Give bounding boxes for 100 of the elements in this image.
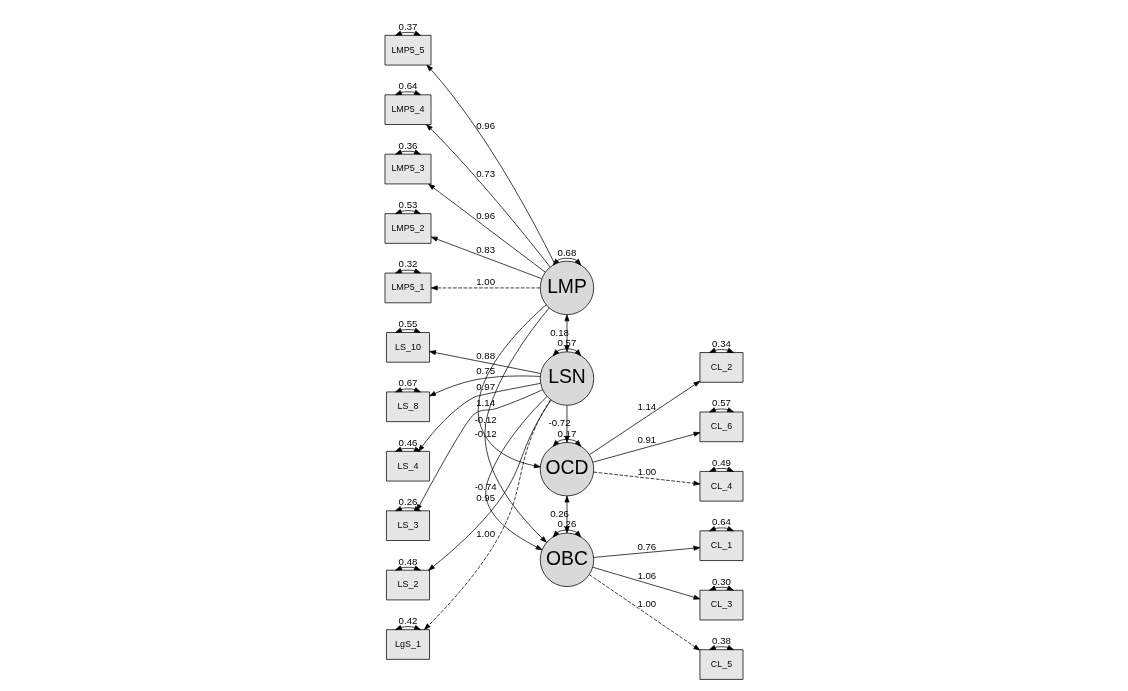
edge-label: 1.14 [637,401,657,413]
edge-label: -0.12 [474,413,497,425]
edge-label: -0.72 [548,417,571,429]
node-box: CL_3 [699,589,744,621]
node-box: LMP5_1 [384,272,432,304]
edge-label: 0.64 [712,516,731,528]
arrow [485,396,548,550]
arrow [552,529,582,538]
edge-label: 0.32 [398,258,418,270]
edge-label: 0.46 [398,436,418,448]
edge-label: 0.34 [712,337,731,349]
arrow [484,307,550,543]
arrow [395,625,421,630]
arrow [395,565,421,571]
arrow [552,439,582,447]
arrow [395,446,421,452]
arrow [395,209,421,214]
edge-label: 0.57 [557,337,577,349]
arrow [552,348,582,356]
arrow [395,327,421,333]
arrow [429,375,541,397]
node-box: LS_2 [386,569,430,601]
edge-label: 0.26 [398,496,418,508]
edge-label: 0.96 [476,119,496,131]
arrow [395,90,421,96]
arrow [430,285,541,291]
arrow [428,183,546,273]
edge-label: 0.75 [476,365,496,377]
arrow [426,124,551,268]
arrow [709,645,734,651]
arrow [588,574,701,651]
arrow [552,257,582,266]
arrow [709,526,734,532]
edge-label: -0.12 [474,427,497,439]
edge-label: 0.57 [712,397,731,409]
edge-label: 1.00 [637,465,657,477]
arrow [395,387,421,393]
node-box: LMP5_5 [384,35,432,66]
node-box: CL_6 [699,411,744,443]
edge-label: 0.18 [550,326,569,338]
arrow [418,383,541,452]
edge-label: 0.38 [712,635,731,647]
edge-label: 1.00 [476,528,496,540]
edge-label: 0.17 [557,427,577,439]
edge-label: -0.74 [474,480,497,492]
edge-label: 1.00 [476,276,496,288]
arrow [395,268,421,274]
arrow [416,389,543,511]
edge-label: 0.53 [398,199,418,210]
edge-label: 0.26 [557,518,577,530]
edge-label: 0.96 [476,210,496,222]
arrow [426,64,556,265]
arrow [395,30,421,36]
edge-label: 1.14 [476,396,496,408]
edge-label: 0.64 [398,80,418,92]
arrow [424,399,551,630]
edge-label: 0.91 [637,434,657,446]
edge-label: 0.48 [398,555,418,567]
arrow [592,566,701,600]
node-box: LS_3 [386,510,430,541]
arrow [593,471,701,486]
edge-label: 0.73 [476,167,496,179]
node-box: LS_8 [386,391,430,422]
arrow [428,399,552,571]
node-box: LMP5_3 [384,153,432,185]
edge-label: 0.49 [712,456,731,468]
edge-label: 0.68 [557,246,577,258]
edge-label: 0.76 [637,540,657,552]
node-box: CL_5 [699,649,744,680]
arrow [709,585,734,591]
node-box: LMP5_4 [384,94,432,125]
node-box: CL_1 [699,530,744,561]
edge-label: 0.42 [398,615,418,626]
node-box: CL_4 [699,471,744,502]
edge-label: 0.67 [398,377,418,389]
edge-label: 0.37 [398,20,418,32]
arrow [709,407,734,413]
arrow [593,545,701,558]
edge-label: 0.26 [550,508,569,520]
arrow [589,380,701,455]
edge-label: 1.06 [637,569,657,581]
arrow [395,149,421,155]
node-box: CL_2 [699,352,744,383]
node-box: LS_10 [386,332,430,363]
edge-label: 1.00 [637,597,657,609]
edge-label: 0.83 [476,243,496,255]
edge-label: 0.36 [398,139,418,151]
arrow [429,350,541,374]
arrow [592,431,701,463]
arrow [709,466,734,472]
arrow [709,347,734,353]
arrow [430,236,542,279]
edge-label: 0.97 [476,381,496,392]
node-box: LgS_1 [386,629,430,660]
edge-label: 0.55 [398,317,418,329]
edge-label: 0.88 [476,349,496,361]
node-box: LS_4 [386,451,430,482]
arrow [478,304,547,469]
edge-label: 0.95 [476,491,496,503]
node-box: LMP5_2 [384,213,432,244]
